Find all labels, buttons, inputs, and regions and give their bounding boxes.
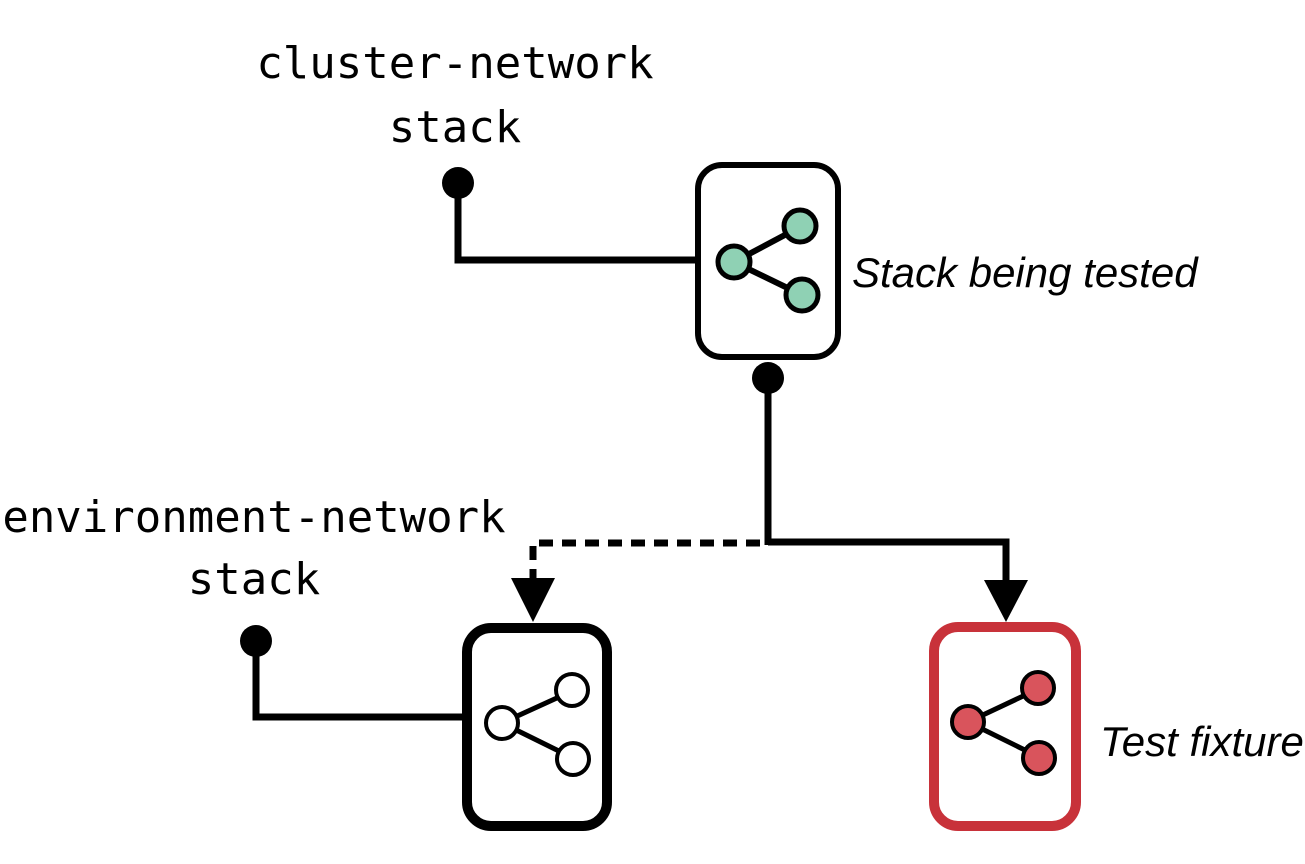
fixture-link-arrowhead: [984, 580, 1028, 622]
share-nodes-icon: [484, 672, 591, 777]
environment-network-line: [252, 648, 464, 721]
environment-network-sublabel: stack: [188, 554, 320, 605]
environment-link-dashed-line: [529, 539, 760, 580]
cluster-network-sublabel: stack: [389, 102, 521, 153]
cluster-network-connector: [442, 167, 698, 264]
test-fixture-box: [929, 622, 1081, 831]
environment-network-label: environment-network: [2, 492, 505, 543]
stack-output-connector: [511, 362, 1028, 622]
cluster-network-line: [454, 190, 698, 264]
stack-being-tested-label: Stack being tested: [852, 249, 1199, 296]
test-fixture-label: Test fixture: [1100, 718, 1304, 765]
stack-output-pin: [752, 362, 784, 394]
environment-link-arrowhead: [511, 578, 555, 622]
share-nodes-icon: [950, 670, 1057, 776]
cluster-network-label: cluster-network: [256, 38, 653, 89]
share-nodes-icon: [715, 207, 821, 314]
environment-network-connector: [240, 625, 464, 721]
environment-network-pin: [240, 625, 272, 657]
fixture-link-line: [768, 538, 1010, 585]
stack-being-tested-box: [695, 162, 841, 360]
cluster-network-pin: [442, 167, 474, 199]
environment-network-box: [462, 623, 612, 831]
